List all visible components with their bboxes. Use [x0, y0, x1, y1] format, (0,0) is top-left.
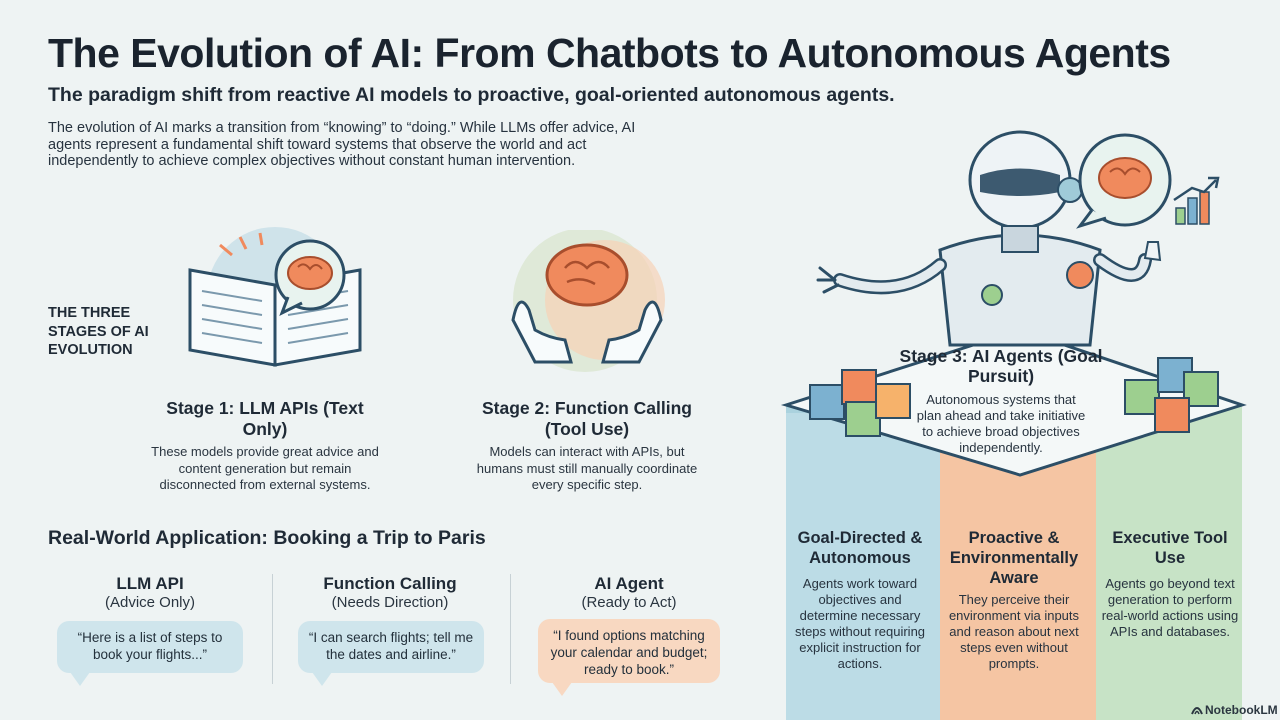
hands-brain-icon [511, 230, 665, 372]
stage3-title: Stage 3: AI Agents (Goal Pursuit) [899, 346, 1103, 386]
example-fc-sub: (Needs Direction) [331, 594, 449, 611]
stage2-title: Stage 2: Function Calling (Tool Use) [481, 398, 692, 439]
stage2-desc: Models can interact with APIs, but human… [476, 444, 698, 492]
page-subtitle: The paradigm shift from reactive AI mode… [48, 84, 895, 106]
growth-chart-icon [1173, 176, 1220, 225]
pillar-blue [786, 405, 940, 720]
real-world-title: Real-World Application: Booking a Trip t… [48, 527, 486, 549]
pillar-green [1096, 405, 1242, 720]
stages-label: THE THREE STAGES OF AI EVOLUTION [48, 305, 149, 358]
example-agent-title: AI Agent [594, 574, 664, 593]
stage1-desc: These models provide great advice and co… [151, 444, 379, 492]
divider [272, 574, 273, 684]
example-llm-sub: (Advice Only) [104, 594, 196, 611]
stage1-title: Stage 1: LLM APIs (Text Only) [166, 398, 364, 439]
pillar-2-title: Proactive & Environmentally Aware [949, 529, 1079, 587]
example-fc-quote: “I can search flights; tell me the dates… [298, 621, 484, 673]
divider [510, 574, 511, 684]
pillar-2-desc: They perceive their environment via inpu… [948, 592, 1080, 671]
pillar-3-desc: Agents go beyond text generation to perf… [1101, 576, 1239, 639]
notebooklm-logo-icon [1191, 707, 1203, 715]
bubble-tail [312, 672, 332, 686]
example-llm-quote: “Here is a list of steps to book your fl… [57, 621, 243, 673]
page-title: The Evolution of AI: From Chatbots to Au… [48, 30, 1171, 76]
example-fc-title: Function Calling [323, 574, 457, 593]
pillar-orange [940, 448, 1096, 720]
bubble-tail [70, 672, 90, 686]
example-agent-quote: “I found options matching your calendar … [538, 619, 720, 683]
example-agent-sub: (Ready to Act) [581, 594, 677, 611]
example-llm-title: LLM API [116, 574, 184, 593]
bubble-tail [552, 682, 572, 696]
agent-platform-illustration [780, 130, 1247, 720]
notebooklm-logo: NotebookLM [1205, 703, 1278, 717]
stage3-desc: Autonomous systems that plan ahead and t… [916, 392, 1086, 455]
open-book-brain-icon [188, 227, 362, 367]
pillar-1-title: Goal-Directed & Autonomous [797, 529, 923, 567]
intro-paragraph: The evolution of AI marks a transition f… [48, 120, 636, 169]
pillar-1-desc: Agents work toward objectives and determ… [794, 576, 926, 671]
pillar-3-title: Executive Tool Use [1112, 529, 1228, 567]
